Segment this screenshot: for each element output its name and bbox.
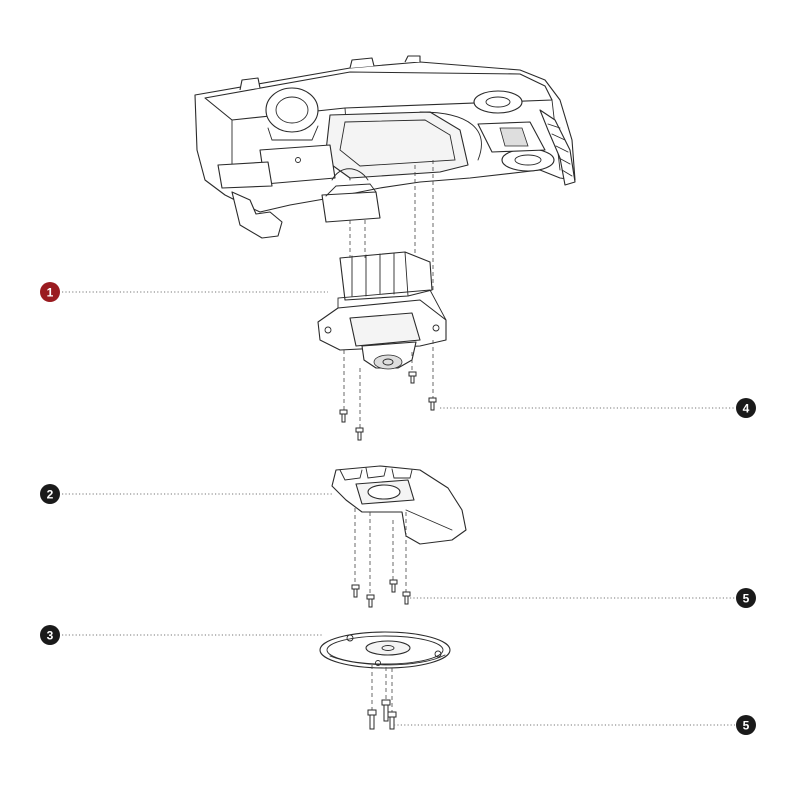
callout-4: 4 bbox=[736, 398, 756, 418]
screw bbox=[339, 409, 348, 415]
callout-4-label: 4 bbox=[743, 402, 750, 416]
screws-motor bbox=[339, 371, 437, 441]
callout-2: 2 bbox=[40, 484, 60, 504]
screw bbox=[355, 427, 364, 433]
blade-guard bbox=[331, 465, 467, 545]
blade-disc bbox=[319, 631, 451, 669]
callout-5a-label: 5 bbox=[743, 592, 750, 606]
screw bbox=[428, 397, 437, 403]
callout-1: 1 bbox=[40, 282, 60, 302]
callout-2-label: 2 bbox=[47, 488, 54, 502]
callout-5b: 5 bbox=[736, 715, 756, 735]
callout-5b-label: 5 bbox=[743, 719, 750, 733]
callout-3-label: 3 bbox=[47, 629, 54, 643]
chassis-housing bbox=[194, 55, 576, 239]
assembly-axes bbox=[343, 160, 434, 712]
callout-3: 3 bbox=[40, 625, 60, 645]
callout-5a: 5 bbox=[736, 588, 756, 608]
callout-1-label: 1 bbox=[47, 286, 54, 300]
screws-disc bbox=[367, 699, 397, 730]
leader-lines bbox=[62, 291, 735, 726]
motor-assembly bbox=[317, 251, 447, 370]
screws-guard bbox=[351, 579, 411, 608]
screw bbox=[408, 371, 417, 377]
